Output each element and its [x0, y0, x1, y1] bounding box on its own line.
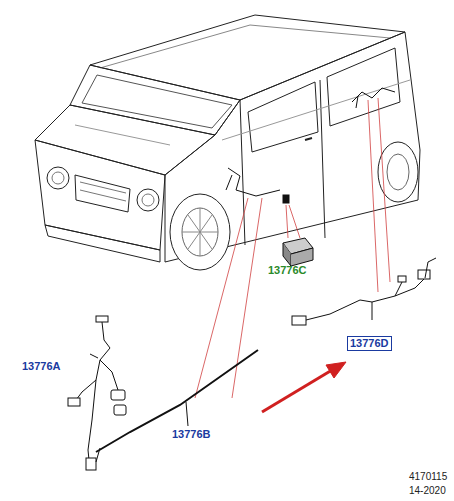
callout-box: 13776D: [347, 336, 392, 351]
module-part-c: [283, 238, 313, 266]
callout-number: 4170115: [409, 470, 447, 483]
callout-number: 13776D: [350, 337, 389, 350]
callout-number: 14-2020: [409, 484, 446, 497]
callout-number: 13776C: [268, 264, 307, 277]
harness-part-a: [68, 316, 126, 470]
callout-number: 13776B: [172, 428, 211, 441]
harness-part-b: [96, 350, 258, 462]
harness-in-vehicle: [226, 88, 395, 203]
vehicle-outline: [35, 15, 420, 270]
pointer-arrow: [262, 362, 346, 412]
leader-lines: [195, 98, 390, 398]
callout-number: 13776A: [22, 360, 61, 373]
harness-part-d: [292, 258, 436, 325]
